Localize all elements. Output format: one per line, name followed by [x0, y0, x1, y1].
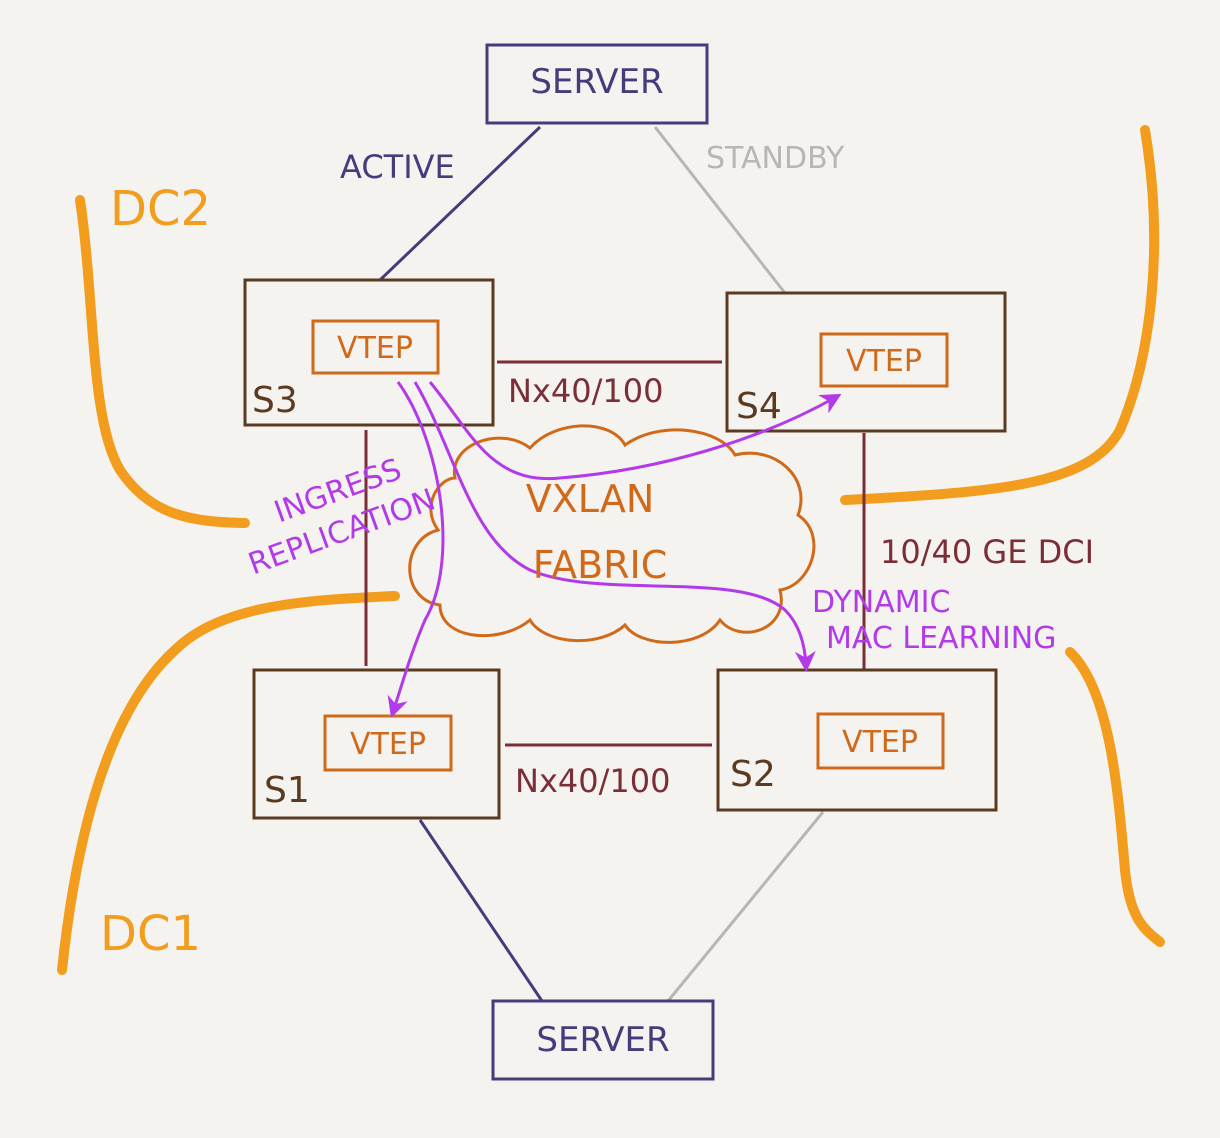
dc2-label: DC2 [110, 181, 211, 237]
dc2-boundary-right [840, 125, 1160, 505]
active-link-label: ACTIVE [340, 148, 455, 186]
standby-link-top [653, 126, 787, 294]
switch-s2-vtep-label: VTEP [842, 725, 918, 760]
switch-s3-vtep-box [311, 319, 440, 375]
link-bottom-right [666, 811, 825, 1002]
dci-link-label: 10/40 GE DCI [880, 533, 1094, 571]
vxlan-fabric-cloud [408, 424, 816, 644]
server-bottom-box [491, 999, 715, 1081]
fabric-label-line1: VXLAN [526, 477, 655, 521]
server-bottom-label: SERVER [536, 1020, 669, 1060]
replication-arrow-to-s4 [428, 381, 842, 481]
switch-s2-name: S2 [730, 754, 776, 795]
dc1-boundary-left [57, 591, 400, 975]
link-bottom-left [418, 819, 544, 1002]
switch-s4-box [725, 291, 1007, 433]
dc1-label: DC1 [100, 906, 201, 962]
switch-s2-vtep-box [816, 712, 945, 770]
switch-s1-box [252, 668, 501, 820]
switch-s3-box [243, 278, 495, 427]
switch-s4-vtep-box [819, 332, 949, 388]
replication-arrow-to-s2 [413, 381, 816, 673]
dynamic-label-line2: MAC LEARNING [826, 621, 1056, 656]
switch-s1-name: S1 [264, 770, 310, 811]
dc1-boundary-right [1065, 647, 1165, 947]
switch-s4-name: S4 [736, 386, 782, 427]
standby-link-label: STANDBY [706, 141, 845, 176]
server-top-label: SERVER [530, 62, 663, 102]
dynamic-label-line1: DYNAMIC [812, 585, 950, 620]
switch-s4-vtep-label: VTEP [846, 344, 922, 379]
interswitch-bottom-label: Nx40/100 [515, 762, 670, 800]
server-top-box [485, 43, 709, 125]
switch-s1-vtep-label: VTEP [350, 727, 426, 762]
interswitch-top-label: Nx40/100 [508, 372, 663, 410]
switch-s2-box [716, 668, 998, 812]
switch-s3-vtep-label: VTEP [337, 331, 413, 366]
switch-s3-name: S3 [252, 380, 298, 421]
active-link-top [378, 125, 542, 282]
replication-arrow-to-s1 [387, 381, 445, 718]
dc2-boundary-left [75, 195, 250, 528]
fabric-label-line2: FABRIC [533, 543, 668, 587]
